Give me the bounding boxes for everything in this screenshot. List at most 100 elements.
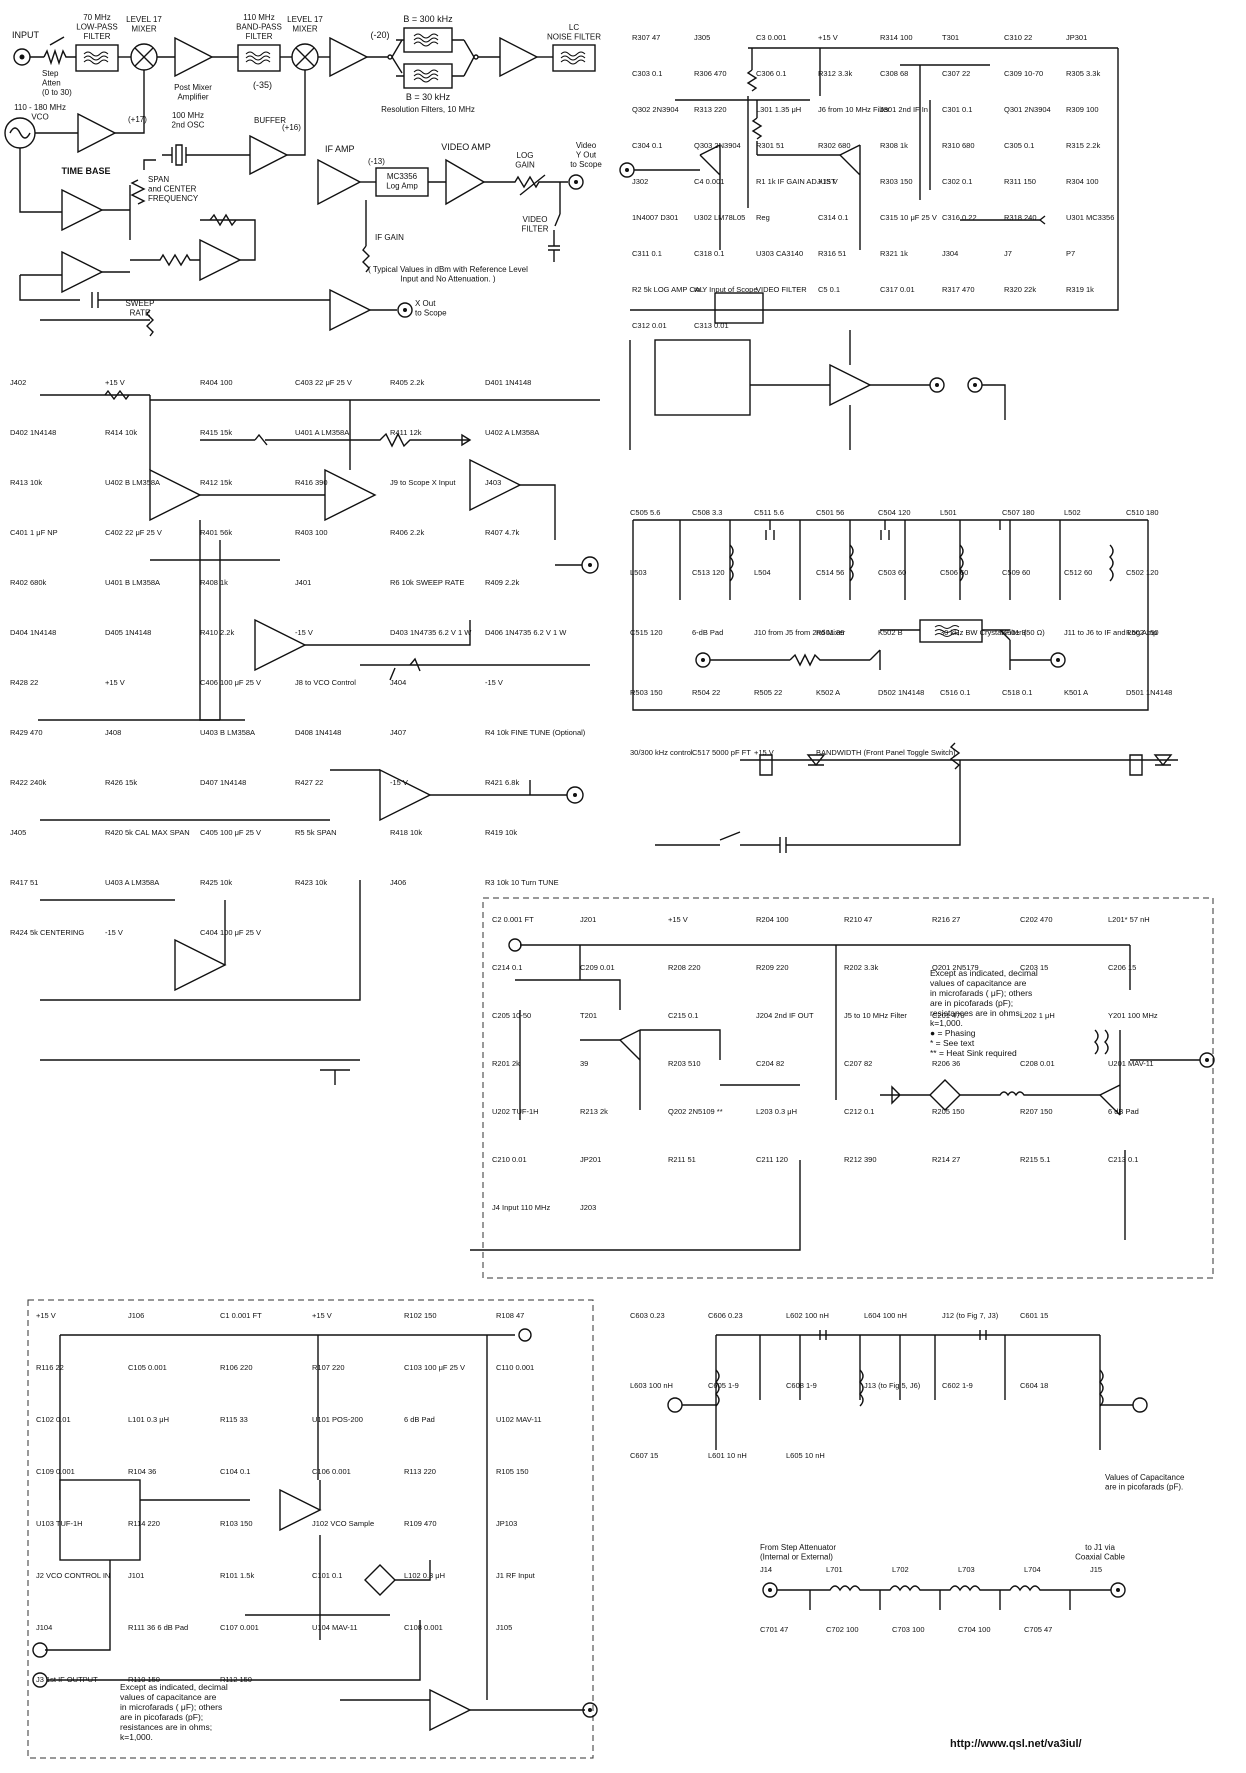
- filter-part-label: C507 180: [1002, 508, 1035, 517]
- timebase-part-label: R5 5k SPAN: [295, 828, 337, 837]
- timebase-part-label: R402 680k: [10, 578, 47, 587]
- mixer1-part-label: R112 150: [220, 1675, 252, 1684]
- mixer2-part-label: J5 to 10 MHz Filter: [844, 1011, 907, 1020]
- mixer1-part-label: C108 0.001: [404, 1623, 443, 1632]
- block-label-time-base: TIME BASE: [61, 166, 110, 176]
- filter-part-label: K501 A: [1064, 688, 1088, 697]
- if-part-label: C309 10-70: [1004, 69, 1043, 78]
- mixer2-part-label: JP201: [580, 1155, 601, 1164]
- block-label-video-amp: VIDEO AMP: [441, 142, 491, 152]
- if-part-label: C308 68: [880, 69, 908, 78]
- footer-url[interactable]: http://www.qsl.net/va3iul/: [950, 1738, 1082, 1750]
- if-part-label: Q303 2N3904: [694, 141, 741, 150]
- if-part-label: R311 150: [1004, 177, 1036, 186]
- timebase-part-label: R407 4.7k: [485, 528, 519, 537]
- bpf-part-label: L601 10 nH: [708, 1451, 747, 1460]
- timebase-part-label: J405: [10, 828, 26, 837]
- filter-part-label: BANDWIDTH (Front Panel Toggle Switch): [816, 748, 956, 757]
- timebase-part-label: +15 V: [105, 378, 125, 387]
- mixer1-part-label: L102 0.3 μH: [404, 1571, 445, 1580]
- timebase-part-label: J401: [295, 578, 311, 587]
- mixer2-part-label: J204 2nd IF OUT: [756, 1011, 814, 1020]
- timebase-part-label: R421 6.8k: [485, 778, 519, 787]
- timebase-part-label: R413 10k: [10, 478, 42, 487]
- timebase-part-label: R424 5k CENTERING: [10, 928, 84, 937]
- mixer2-part-label: R213 2k: [580, 1107, 608, 1116]
- timebase-part-label: J406: [390, 878, 406, 887]
- mixer2-part-label: R202 3.3k: [844, 963, 878, 972]
- if-part-label: R305 3.3k: [1066, 69, 1100, 78]
- if-part-label: R303 150: [880, 177, 913, 186]
- if-part-label: J301 2nd IF In: [880, 105, 928, 114]
- filter-part-label: C506 60: [940, 568, 968, 577]
- filter-part-label: L503: [630, 568, 647, 577]
- mixer2-part-label: C201 470: [932, 1011, 965, 1020]
- bpf-part-label: L604 100 nH: [864, 1311, 907, 1320]
- bpf-part-label: C606 0.23: [708, 1311, 743, 1320]
- mixer1-part-label: C1 0.001 FT: [220, 1311, 262, 1320]
- bpf-part-label: C604 18: [1020, 1381, 1048, 1390]
- if-part-label: R307 47: [632, 33, 660, 42]
- timebase-part-label: U402 B LM358A: [105, 478, 160, 487]
- block-label-p17: (+17): [128, 115, 147, 124]
- timebase-part-label: C406 100 μF 25 V: [200, 678, 261, 687]
- filter-part-label: L501: [940, 508, 957, 517]
- timebase-part-label: D401 1N4148: [485, 378, 531, 387]
- mixer1-part-label: J106: [128, 1311, 144, 1320]
- if-part-label: U303 CA3140: [756, 249, 803, 258]
- timebase-part-label: U403 B LM358A: [200, 728, 255, 737]
- if-part-label: L301 1.35 μH: [756, 105, 801, 114]
- if-part-label: Q302 2N3904: [632, 105, 679, 114]
- mixer1-part-label: R113 220: [404, 1467, 436, 1476]
- mixer2-part-label: R209 220: [756, 963, 789, 972]
- block-label-level-m20: (-20): [370, 30, 389, 40]
- filter-part-label: R502 150: [1126, 628, 1159, 637]
- filter-part-label: C512 60: [1064, 568, 1092, 577]
- timebase-part-label: C405 100 μF 25 V: [200, 828, 261, 837]
- filter-part-label: K501 B: [1002, 628, 1027, 637]
- if-part-label: C313 0.01: [694, 321, 729, 330]
- block-label-b300: B = 300 kHz: [403, 14, 453, 24]
- bpf-part-label: C608 1-9: [786, 1381, 817, 1390]
- mixer1-part-label: U104 MAV-11: [312, 1623, 358, 1632]
- lpf-part-label: J14: [760, 1565, 772, 1574]
- timebase-part-label: J8 to VCO Control: [295, 678, 356, 687]
- mixer1-part-label: R103 150: [220, 1519, 253, 1528]
- if-part-label: C312 0.01: [632, 321, 667, 330]
- if-part-label: R310 680: [942, 141, 975, 150]
- if-part-label: C305 0.1: [1004, 141, 1034, 150]
- mixer2-part-label: Q201 2N5179: [932, 963, 979, 972]
- filter-part-label: R503 150: [630, 688, 663, 697]
- timebase-part-label: R420 5k CAL MAX SPAN: [105, 828, 190, 837]
- timebase-schematic: [38, 389, 600, 1085]
- mixer2-part-label: R201 2k: [492, 1059, 520, 1068]
- mixer2-part-label: R203 510: [668, 1059, 701, 1068]
- mixer1-part-label: J1 RF Input: [496, 1571, 536, 1580]
- if-part-label: Q301 2N3904: [1004, 105, 1051, 114]
- bpf-part-label: L602 100 nH: [786, 1311, 829, 1320]
- mixer1-part-label: R108 47: [496, 1311, 524, 1320]
- filter-part-label: 6-dB Pad: [692, 628, 723, 637]
- mixer1-part-label: R110 150: [128, 1675, 160, 1684]
- lpf-part-label: L704: [1024, 1565, 1041, 1574]
- mixer1-part-label: C107 0.001: [220, 1623, 259, 1632]
- timebase-part-label: J9 to Scope X Input: [390, 478, 456, 487]
- if-part-label: VIDEO FILTER: [756, 285, 807, 294]
- block-label-p16: (+16): [282, 123, 301, 132]
- if-part-label: R318 240: [1004, 213, 1037, 222]
- if-part-label: C316 0.22: [942, 213, 977, 222]
- mixer1-part-label: R105 150: [496, 1467, 529, 1476]
- timebase-part-label: D408 1N4148: [295, 728, 341, 737]
- mixer2-board-outline: [482, 897, 1214, 1279]
- lpf-part-label: C702 100: [826, 1625, 859, 1634]
- mixer2-part-label: R215 5.1: [1020, 1155, 1050, 1164]
- mixer2-part-label: L202 1 μH: [1020, 1011, 1055, 1020]
- filter-part-label: +15 V: [754, 748, 774, 757]
- timebase-part-label: J402: [10, 378, 26, 387]
- timebase-part-label: R418 10k: [390, 828, 422, 837]
